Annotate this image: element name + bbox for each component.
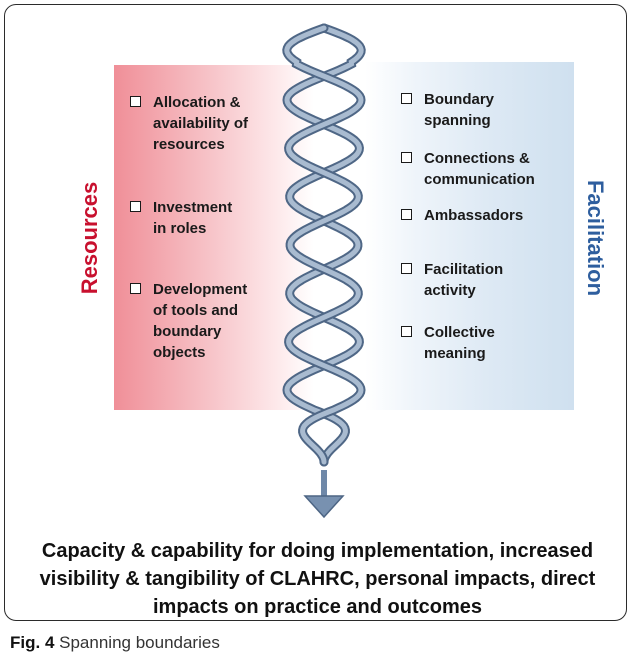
facilitation-item-boundary-spanning: Boundary spanning <box>401 89 494 131</box>
facilitation-item-activity: Facilitation activity <box>401 259 503 301</box>
facilitation-panel <box>365 62 574 410</box>
checkbox-icon <box>401 152 412 163</box>
strand-a <box>284 25 364 465</box>
checkbox-icon <box>130 201 141 212</box>
facilitation-item-ambassadors: Ambassadors <box>401 205 523 226</box>
checkbox-icon <box>401 93 412 104</box>
figure-caption: Fig. 4 Spanning boundaries <box>10 633 220 653</box>
figure-number: Fig. 4 <box>10 633 55 652</box>
checkbox-icon <box>401 209 412 220</box>
resources-item-allocation: Allocation & availability of resources <box>130 92 248 155</box>
facilitation-item-connections: Connections & communication <box>401 148 535 190</box>
resources-item-development: Development of tools and boundary object… <box>130 279 247 363</box>
outcome-text: Capacity & capability for doing implemen… <box>39 540 596 618</box>
arrow-head-icon <box>303 495 345 519</box>
checkbox-icon <box>401 263 412 274</box>
strand-b <box>284 25 364 465</box>
checkbox-icon <box>130 283 141 294</box>
figure-title: Spanning boundaries <box>59 633 220 652</box>
facilitation-item-collective-meaning: Collective meaning <box>401 322 495 364</box>
resources-item-investment: Investment in roles <box>130 197 232 239</box>
checkbox-icon <box>130 96 141 107</box>
checkbox-icon <box>401 326 412 337</box>
resources-panel <box>114 65 314 410</box>
